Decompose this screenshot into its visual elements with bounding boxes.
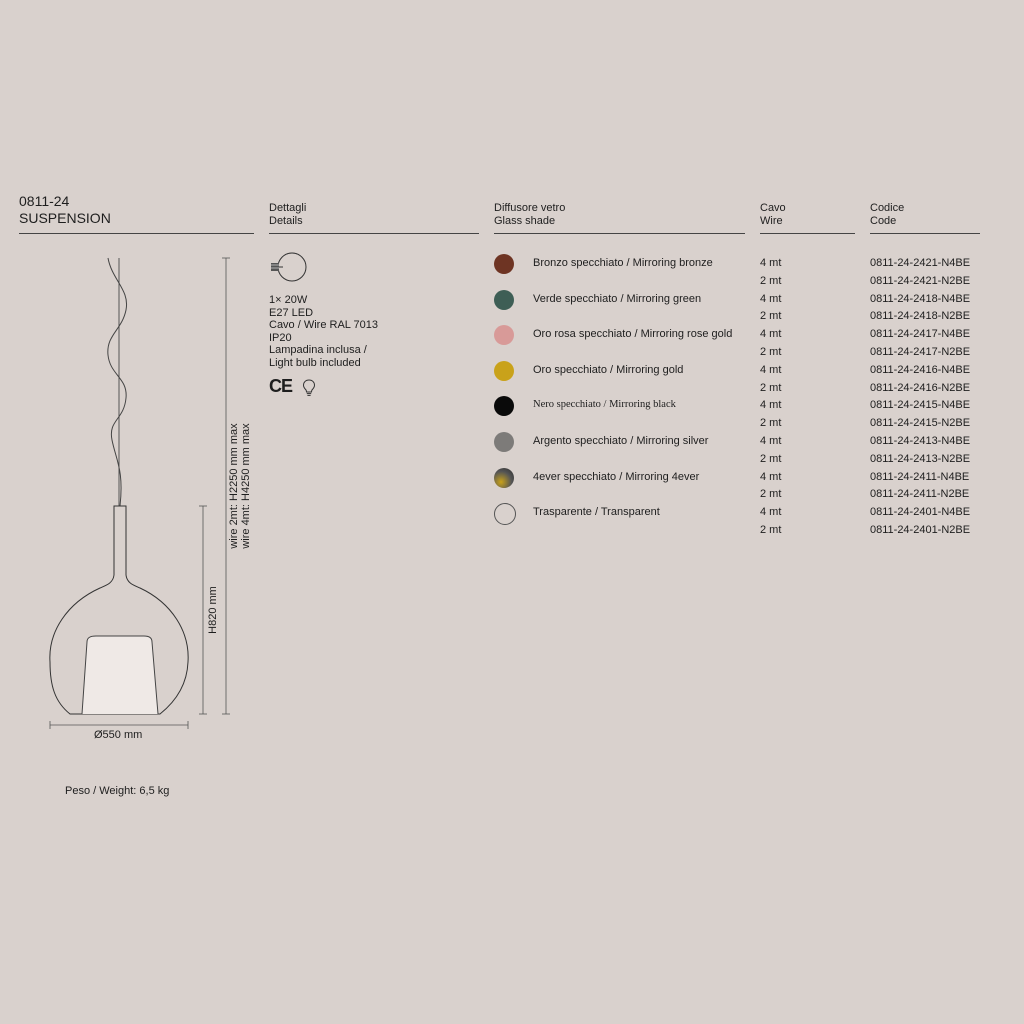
finish-label: Verde specchiato / Mirroring green (533, 292, 702, 305)
wire-length: 4 mt (760, 435, 782, 447)
max-height-label: wire 2mt: H2250 mm max wire 4mt: H4250 m… (228, 423, 252, 548)
wire-header-it: Cavo (760, 202, 786, 214)
product-code-cell: 0811-24-2416-N2BE (870, 381, 971, 394)
code-rule (870, 233, 980, 234)
finish-label: 4ever specchiato / Mirroring 4ever (533, 470, 700, 483)
wire-length: 2 mt (760, 274, 782, 287)
lamp-drawing (49, 257, 230, 729)
product-code: 0811-24 (19, 193, 70, 209)
diameter-label: Ø550 mm (94, 729, 143, 741)
ce-mark-icon: CE (269, 376, 293, 396)
spec-bulb-it: Lampadina inclusa / (269, 344, 367, 356)
spec-bulb-en: Light bulb included (269, 356, 361, 369)
details-rule (269, 233, 479, 234)
wire-length: 4 mt (760, 470, 782, 483)
product-code-cell: 0811-24-2416-N4BE (870, 363, 971, 376)
product-code-cell: 0811-24-2411-N2BE (870, 488, 970, 501)
code-header: Codice Code (870, 202, 904, 228)
wire-length: 4 mt (760, 328, 782, 341)
wire-rule (760, 233, 855, 234)
wire-length: 2 mt (760, 310, 782, 323)
wire-length: 2 mt (760, 452, 782, 465)
wire-length: 2 mt (760, 346, 782, 358)
product-code-cell: 0811-24-2415-N2BE (870, 417, 971, 430)
shade-rule (494, 233, 745, 234)
finish-swatch (494, 396, 514, 417)
product-code-cell: 0811-24-2411-N4BE (870, 470, 970, 483)
product-code-cell: 0811-24-2417-N4BE (870, 328, 971, 341)
finish-label: Argento specchiato / Mirroring silver (533, 435, 709, 447)
shade-header: Diffusore vetro Glass shade (494, 202, 565, 228)
finish-swatch (494, 503, 516, 526)
finish-swatch (494, 289, 514, 310)
wire-header-en: Wire (760, 215, 783, 227)
shade-header-it: Diffusore vetro (494, 202, 566, 214)
title-rule (19, 233, 254, 234)
globe-bulb-icon (271, 252, 307, 282)
spec-wire: Cavo / Wire RAL 7013 (269, 319, 379, 331)
finish-label: Trasparente / Transparent (533, 506, 660, 519)
wire-length: 4 mt (760, 399, 782, 412)
bulb-icon (302, 379, 316, 396)
finish-label: Oro specchiato / Mirroring gold (533, 363, 684, 376)
code-header-en: Code (870, 215, 897, 227)
product-code-cell: 0811-24-2413-N4BE (870, 435, 971, 447)
product-code-cell: 0811-24-2418-N2BE (870, 310, 971, 323)
finish-label: Oro rosa specchiato / Mirroring rose gol… (533, 328, 733, 341)
finish-label: Bronzo specchiato / Mirroring bronze (533, 257, 713, 269)
finish-swatch (494, 254, 514, 274)
product-code-cell: 0811-24-2417-N2BE (870, 346, 971, 358)
spec-ip: IP20 (269, 331, 292, 344)
wire-length: 2 mt (760, 417, 782, 430)
details-header: Dettagli Details (269, 202, 306, 228)
details-header-en: Details (269, 215, 303, 227)
wire-length: 4 mt (760, 292, 782, 305)
spec-power: 1× 20W (269, 294, 308, 306)
wire-length: 2 mt (760, 381, 782, 394)
wire-length: 4 mt (760, 257, 782, 269)
product-code-cell: 0811-24-2413-N2BE (870, 452, 971, 465)
height-label: H820 mm (207, 586, 219, 634)
finish-swatch (494, 432, 514, 452)
product-code-cell: 0811-24-2401-N2BE (870, 524, 971, 536)
product-code-cell: 0811-24-2415-N4BE (870, 399, 971, 412)
wire-length: 4 mt (760, 363, 782, 376)
product-code-cell: 0811-24-2421-N4BE (870, 257, 971, 269)
wire-length: 2 mt (760, 524, 782, 536)
details-specs: 1× 20W E27 LED Cavo / Wire RAL 7013 IP20… (269, 294, 378, 369)
shade-header-en: Glass shade (494, 215, 556, 227)
finish-label: Nero specchiato / Mirroring black (533, 399, 676, 411)
product-code-cell: 0811-24-2418-N4BE (870, 292, 971, 305)
product-code-cell: 0811-24-2401-N4BE (870, 506, 971, 519)
product-code-cell: 0811-24-2421-N2BE (870, 274, 971, 287)
code-header-it: Codice (870, 202, 905, 214)
weight-label: Peso / Weight: 6,5 kg (65, 785, 170, 797)
wire-2mt-label: wire 2mt: H2250 mm max (228, 423, 240, 549)
finish-swatch (494, 325, 514, 346)
spec-socket: E27 LED (269, 306, 314, 319)
product-type: SUSPENSION (19, 210, 111, 226)
wire-header: Cavo Wire (760, 202, 786, 228)
finish-swatch (494, 467, 514, 488)
wire-4mt-label: wire 4mt: H4250 mm max (240, 423, 252, 549)
details-header-it: Dettagli (269, 202, 307, 214)
wire-length: 2 mt (760, 488, 782, 501)
wire-length: 4 mt (760, 506, 782, 519)
finish-swatch (494, 360, 514, 381)
